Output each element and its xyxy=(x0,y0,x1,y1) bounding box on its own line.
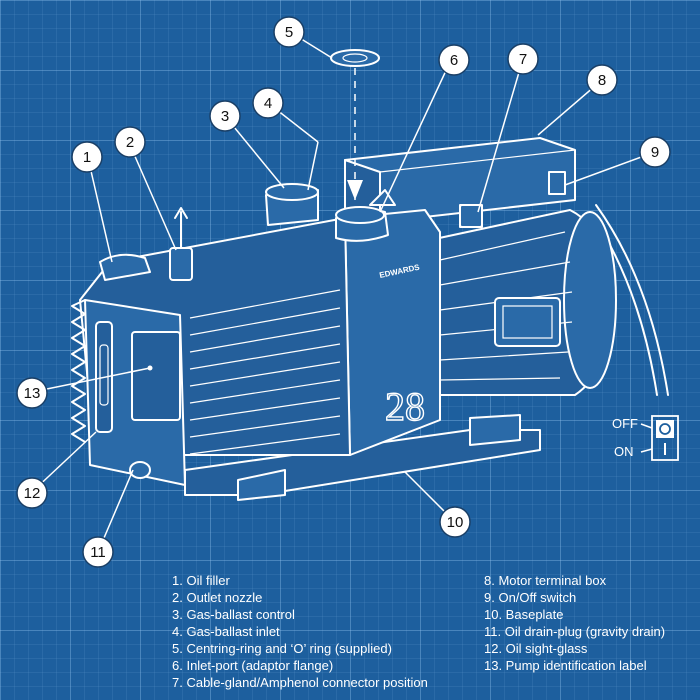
callout-3: 3 xyxy=(209,100,241,132)
power-cable xyxy=(595,204,669,396)
outlet-nozzle-shape xyxy=(169,207,193,281)
legend-item-5: 5. Centring-ring and ‘O’ ring (supplied) xyxy=(172,641,392,656)
baseplate-shape xyxy=(184,414,541,501)
callout-1: 1 xyxy=(71,141,103,173)
svg-text:6: 6 xyxy=(450,52,458,69)
svg-text:7: 7 xyxy=(519,51,527,68)
svg-text:12: 12 xyxy=(24,485,41,502)
legend-item-3: 3. Gas-ballast control xyxy=(172,607,295,622)
callout-4: 4 xyxy=(252,87,284,119)
svg-text:2: 2 xyxy=(126,134,134,151)
svg-text:13: 13 xyxy=(24,385,41,402)
svg-text:5: 5 xyxy=(285,24,293,41)
switch-off-label: OFF xyxy=(612,416,638,431)
svg-text:10: 10 xyxy=(447,514,464,531)
pump-body: 28 EDWARDS xyxy=(71,209,441,486)
legend-item-7: 7. Cable-gland/Amphenol connector positi… xyxy=(172,675,428,690)
svg-text:4: 4 xyxy=(264,95,272,112)
legend-item-11: 11. Oil drain-plug (gravity drain) xyxy=(484,624,666,639)
svg-text:8: 8 xyxy=(598,72,606,89)
inlet-port-shape xyxy=(335,189,396,242)
legend-item-1: 1. Oil filler xyxy=(172,573,230,588)
model-number: 28 xyxy=(385,384,425,429)
switch-on-label: ON xyxy=(614,444,634,459)
callout-11: 11 xyxy=(82,536,114,568)
callout-10: 10 xyxy=(439,506,471,538)
legend-item-2: 2. Outlet nozzle xyxy=(172,590,263,605)
legend-item-4: 4. Gas-ballast inlet xyxy=(172,624,280,639)
svg-text:9: 9 xyxy=(651,144,659,161)
callout-5: 5 xyxy=(273,16,305,48)
drain-plug-shape xyxy=(129,461,151,479)
callout-9: 9 xyxy=(639,136,671,168)
legend-left: 1. Oil filler 2. Outlet nozzle 3. Gas-ba… xyxy=(172,572,428,691)
svg-text:11: 11 xyxy=(90,544,106,561)
gas-ballast-control-shape xyxy=(265,183,319,226)
svg-text:3: 3 xyxy=(221,108,229,125)
legend-item-10: 10. Baseplate xyxy=(484,607,564,622)
callout-8: 8 xyxy=(586,64,618,96)
legend-right: 8. Motor terminal box 9. On/Off switch 1… xyxy=(484,572,665,674)
legend-item-6: 6. Inlet-port (adaptor flange) xyxy=(172,658,334,673)
legend-item-13: 13. Pump identification label xyxy=(484,658,647,673)
cable-gland-shape xyxy=(459,204,483,228)
motor xyxy=(429,209,617,396)
legend-item-8: 8. Motor terminal box xyxy=(484,573,607,588)
callout-2: 2 xyxy=(114,126,146,158)
legend-item-9: 9. On/Off switch xyxy=(484,590,577,605)
svg-text:1: 1 xyxy=(83,149,91,166)
callout-7: 7 xyxy=(507,43,539,75)
callout-13: 13 xyxy=(16,377,48,409)
identification-label-plate xyxy=(131,331,181,421)
callout-12: 12 xyxy=(16,477,48,509)
legend-item-12: 12. Oil sight-glass xyxy=(484,641,588,656)
centring-ring-shape xyxy=(330,49,380,67)
on-off-switch: OFF ON xyxy=(612,415,679,461)
callout-6: 6 xyxy=(438,44,470,76)
